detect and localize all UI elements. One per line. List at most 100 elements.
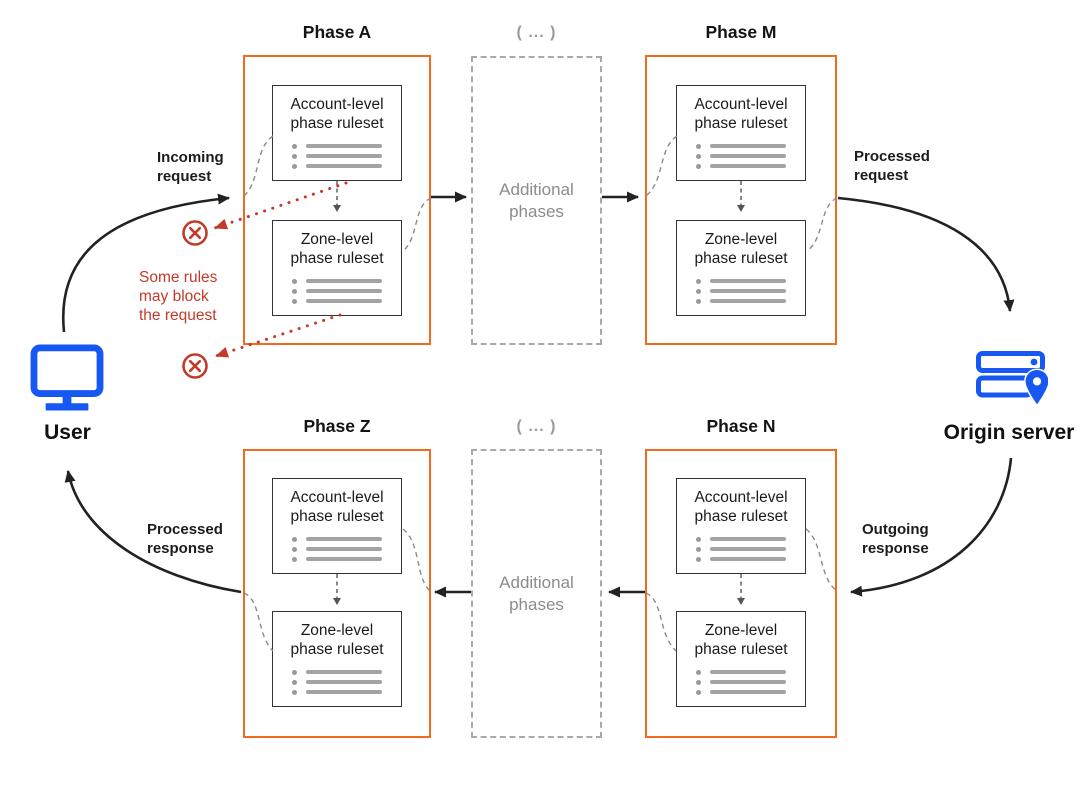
ruleset-rule-item bbox=[677, 286, 805, 296]
rule-line bbox=[710, 143, 786, 149]
rule-bullet bbox=[696, 288, 701, 294]
ruleset-rule-item bbox=[273, 554, 401, 564]
rule-line bbox=[710, 153, 786, 159]
incoming-request-label: Incoming request bbox=[157, 149, 224, 185]
origin-server-icon bbox=[976, 351, 1050, 413]
rule-bullet bbox=[696, 556, 701, 562]
ruleset-rule-item bbox=[677, 151, 805, 161]
rule-bullet bbox=[292, 298, 297, 304]
ellipsis-top: ( ... ) bbox=[516, 24, 557, 41]
rule-line bbox=[306, 278, 382, 284]
ruleset-rule-item bbox=[677, 554, 805, 564]
account-ruleset-title: Account-level phase ruleset bbox=[290, 489, 384, 525]
processed-request-label: Processed request bbox=[854, 148, 930, 184]
rule-bullet bbox=[292, 689, 297, 695]
ruleset-rule-item bbox=[273, 544, 401, 554]
phase-m-account-ruleset: Account-level phase ruleset bbox=[676, 85, 806, 181]
ruleset-rule-item bbox=[273, 151, 401, 161]
rule-line bbox=[710, 278, 786, 284]
phase-m-zone-ruleset: Zone-level phase ruleset bbox=[676, 220, 806, 316]
rule-bullet bbox=[696, 689, 701, 695]
processed-response-label: Processed response bbox=[147, 521, 223, 557]
ruleset-rule-item bbox=[273, 286, 401, 296]
phase-n-account-ruleset: Account-level phase ruleset bbox=[676, 478, 806, 574]
phase-n-title: Phase N bbox=[706, 416, 776, 436]
additional-phases-top-label: Additional phases bbox=[499, 180, 574, 221]
account-ruleset-title: Account-level phase ruleset bbox=[694, 96, 788, 132]
account-ruleset-title: Account-level phase ruleset bbox=[694, 489, 788, 525]
additional-phases-bottom-label: Additional phases bbox=[499, 573, 574, 614]
outgoing-response-label: Outgoing response bbox=[862, 521, 929, 557]
phase-z-account-ruleset: Account-level phase ruleset bbox=[272, 478, 402, 574]
rule-line bbox=[306, 536, 382, 542]
ruleset-rule-item bbox=[273, 677, 401, 687]
rule-line bbox=[710, 288, 786, 294]
rule-line bbox=[306, 669, 382, 675]
rule-line bbox=[710, 556, 786, 562]
rule-line bbox=[306, 679, 382, 685]
phase-a-title: Phase A bbox=[302, 22, 372, 42]
rule-line bbox=[710, 546, 786, 552]
origin-server-label: Origin server bbox=[943, 421, 1075, 444]
account-ruleset-title: Account-level phase ruleset bbox=[290, 96, 384, 132]
user-monitor-icon bbox=[30, 344, 104, 412]
phase-z-title: Phase Z bbox=[303, 416, 371, 436]
phase-a-account-ruleset: Account-level phase ruleset bbox=[272, 85, 402, 181]
zone-ruleset-title: Zone-level phase ruleset bbox=[694, 622, 788, 658]
ruleset-rule-item bbox=[677, 544, 805, 554]
rule-bullet bbox=[292, 679, 297, 685]
ruleset-rule-item bbox=[273, 141, 401, 151]
additional-phases-bottom-box: Additional phases bbox=[471, 449, 602, 738]
ruleset-rule-item bbox=[273, 534, 401, 544]
rule-bullet bbox=[696, 153, 701, 159]
block-note: Some rules may block the request bbox=[139, 269, 218, 324]
rule-line bbox=[710, 298, 786, 304]
phase-z-zone-ruleset: Zone-level phase ruleset bbox=[272, 611, 402, 707]
rule-line bbox=[710, 536, 786, 542]
rule-line bbox=[306, 143, 382, 149]
blocked-x-icon-top bbox=[182, 220, 208, 246]
rule-bullet bbox=[292, 163, 297, 169]
ruleset-rule-item bbox=[273, 687, 401, 697]
rule-bullet bbox=[696, 278, 701, 284]
blocked-x-icon-bottom bbox=[182, 353, 208, 379]
ellipsis-bottom: ( ... ) bbox=[516, 418, 557, 435]
phase-n-zone-ruleset: Zone-level phase ruleset bbox=[676, 611, 806, 707]
arrow-phase-m-to-origin bbox=[837, 196, 1015, 312]
additional-phases-top-box: Additional phases bbox=[471, 56, 602, 345]
rule-line bbox=[306, 546, 382, 552]
ruleset-rule-item bbox=[677, 534, 805, 544]
ruleset-rule-item bbox=[677, 667, 805, 677]
rule-line bbox=[710, 679, 786, 685]
ruleset-rule-item bbox=[677, 141, 805, 151]
rule-bullet bbox=[292, 143, 297, 149]
rule-bullet bbox=[696, 546, 701, 552]
rule-bullet bbox=[696, 143, 701, 149]
ruleset-rule-item bbox=[677, 276, 805, 286]
rule-line bbox=[710, 669, 786, 675]
rule-line bbox=[306, 689, 382, 695]
zone-ruleset-title: Zone-level phase ruleset bbox=[694, 231, 788, 267]
rule-bullet bbox=[292, 546, 297, 552]
rule-bullet bbox=[696, 536, 701, 542]
rule-bullet bbox=[696, 163, 701, 169]
rule-line bbox=[306, 163, 382, 169]
ruleset-rule-item bbox=[677, 687, 805, 697]
zone-ruleset-title: Zone-level phase ruleset bbox=[290, 231, 384, 267]
ruleset-rule-item bbox=[677, 296, 805, 306]
ruleset-rule-item bbox=[273, 161, 401, 171]
rule-line bbox=[710, 163, 786, 169]
rule-bullet bbox=[292, 153, 297, 159]
ruleset-rule-item bbox=[677, 161, 805, 171]
rule-line bbox=[306, 288, 382, 294]
rule-bullet bbox=[292, 556, 297, 562]
rule-bullet bbox=[696, 679, 701, 685]
ruleset-rule-item bbox=[273, 276, 401, 286]
zone-ruleset-title: Zone-level phase ruleset bbox=[290, 622, 384, 658]
ruleset-rule-item bbox=[273, 667, 401, 677]
rule-line bbox=[306, 153, 382, 159]
rule-line bbox=[710, 689, 786, 695]
rule-bullet bbox=[292, 536, 297, 542]
phase-a-zone-ruleset: Zone-level phase ruleset bbox=[272, 220, 402, 316]
